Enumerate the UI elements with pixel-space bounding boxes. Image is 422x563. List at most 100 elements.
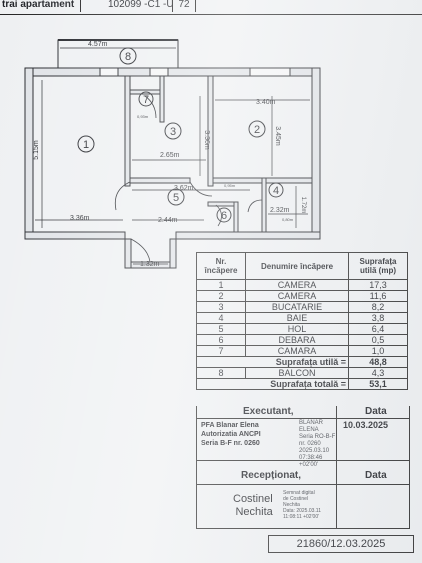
executant-date: 10.03.2025 (343, 420, 389, 430)
cell-name: DEBARA (245, 334, 349, 346)
executant-sig-line-4: 07:38:46 (299, 455, 323, 461)
dim-small-3: 0,80m (282, 217, 294, 222)
executant-sig-line-1: Seria RO-B-F (299, 434, 336, 440)
cell-area: 4,3 (348, 367, 408, 379)
cadastral-code: 102099 -C1 -U (108, 0, 174, 10)
dim-room2-height: 3.45m (274, 126, 281, 146)
cell-area: 1,0 (348, 345, 408, 357)
receptionat-title: Recepționat, (241, 470, 302, 481)
executant-sig-line-2: nr. 0260 (299, 441, 321, 447)
dim-room1-height: 5.15m (33, 140, 40, 160)
room-number-5: 5 (173, 192, 179, 204)
cell-nr: 8 (196, 367, 246, 379)
registration-stamp: 21860/12.03.2025 (268, 535, 414, 553)
dim-room1-width: 3.36m (70, 215, 90, 222)
wall-closet-right (233, 201, 239, 233)
dim-hall-width: 3.62m (174, 185, 194, 192)
cell-nr: 3 (196, 301, 246, 313)
receptionat-name-1: Costinel (233, 493, 273, 505)
cell-area: 17,3 (348, 279, 408, 291)
total-area-value: 53,1 (348, 378, 408, 390)
wall-right (311, 67, 321, 239)
window-room1 (99, 67, 119, 77)
cell-nr: 6 (196, 334, 246, 346)
receptionat-sig-line-3: Nechita (283, 502, 300, 508)
wall-room3-right (207, 75, 214, 187)
room-number-8: 8 (125, 51, 131, 63)
cell-name: BALCON (245, 367, 349, 379)
cell-name: HOL (245, 323, 349, 335)
area-table: Nr. încăpere Denumire încăpere Suprafața… (196, 252, 408, 390)
dim-hall-length: 2.44m (158, 217, 178, 224)
useful-area-row: Suprafața utilă =48,8 (196, 356, 408, 368)
executant-sig-line-5: +02'00' (299, 462, 319, 468)
executant-sig-name-2: ELENA (299, 427, 319, 433)
col-header-area: Suprafața utilă (mp) (348, 252, 408, 280)
cell-area: 8,2 (348, 301, 408, 313)
room-number-7: 7 (143, 94, 149, 106)
cell-nr: 5 (196, 323, 246, 335)
executant-block: Executant, Data PFA Blanar Elena Autoriz… (196, 406, 410, 468)
cell-area: 6,4 (348, 323, 408, 335)
wall-bath-left (261, 177, 267, 233)
window-kitchen (149, 67, 169, 77)
cell-nr: 2 (196, 290, 246, 302)
dim-small-1: 0,93m (137, 114, 149, 119)
dim-balcony-width: 4.57m (88, 41, 108, 48)
receptionat-sig-line-5: 11:08:11 +02'00' (283, 514, 320, 520)
receptionat-block: Recepționat, Data Costinel Nechita Semna… (196, 460, 410, 529)
wall-room1-right (124, 75, 131, 187)
dim-entry-width: 1.32m (140, 261, 160, 268)
executant-line-1: PFA Blanar Elena (201, 422, 259, 429)
room-number-4: 4 (273, 185, 279, 197)
executant-date-title: Data (365, 406, 387, 417)
cell-area: 11,6 (348, 290, 408, 302)
col-header-nr: Nr. încăpere (196, 252, 246, 280)
receptionat-sig-line-1: Semnat digital (283, 490, 315, 496)
dim-kitchen-width: 2.65m (160, 152, 180, 159)
wall-entry-left (124, 238, 132, 269)
room-number-3: 3 (170, 126, 176, 138)
wall-left (24, 67, 34, 239)
wall-closet-top (207, 201, 237, 207)
executant-title: Executant, (243, 406, 294, 417)
room-number-1: 1 (83, 139, 89, 151)
cell-nr: 4 (196, 312, 246, 324)
header-strip: trai apartament 102099 -C1 -U 72 (0, 0, 422, 15)
window-room2 (249, 67, 291, 77)
executant-sig-name-1: BLANAR (299, 420, 324, 426)
total-area-label: Suprafața totală = (196, 378, 349, 390)
cell-name: CAMARA (245, 345, 349, 357)
balcony-outline (57, 39, 179, 68)
cell-name: BAIE (245, 312, 349, 324)
executant-line-3: Seria B-F nr. 0260 (201, 440, 260, 447)
dim-small-2: 0,95m (224, 183, 236, 188)
total-area-row: Suprafața totală =53,1 (196, 378, 408, 390)
wall-kitchen-bottom (129, 177, 191, 184)
executant-sig-line-3: 2025.03.10 (299, 448, 330, 454)
dim-bath-width: 2.32m (270, 207, 290, 214)
cell-name: BUCATARIE (245, 301, 349, 313)
executant-line-2: Autorizatia ANCPI (201, 431, 261, 438)
useful-area-value: 48,8 (348, 356, 408, 368)
dim-room3-height: 3.36m (203, 130, 210, 150)
cell-name: CAMERA (245, 279, 349, 291)
unit-number: 72 (172, 0, 196, 12)
cell-nr: 1 (196, 279, 246, 291)
dim-room2-width: 3.40m (256, 99, 276, 106)
wall-pantry-right (159, 75, 165, 123)
dim-bath-height: 1.72m (300, 197, 306, 214)
room-number-2: 2 (254, 124, 260, 136)
receptionat-date-title: Data (365, 470, 387, 481)
wall-bottom-right (175, 231, 321, 240)
